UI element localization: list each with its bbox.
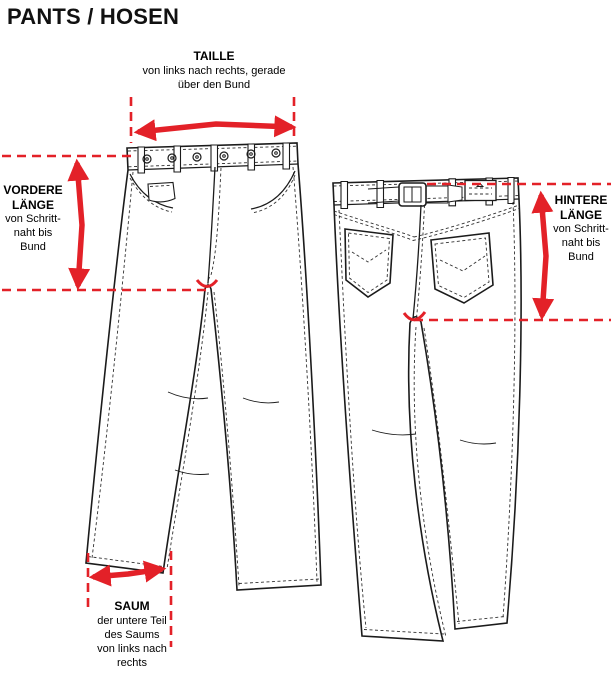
saum-measurement-label: SAUM der untere Teil des Saums von links… (82, 599, 182, 670)
front-rivet-buttons (142, 148, 281, 164)
taille-guide (129, 97, 297, 143)
hintere-laenge-heading: LÄNGE (560, 207, 602, 222)
front-crotch-mark (195, 279, 219, 288)
taille-measurement-label: TAILLE von links nach rechts, gerade übe… (118, 49, 310, 92)
brand-patch (464, 179, 497, 202)
belt-and-buckle (367, 182, 463, 207)
taille-description-line: über den Bund (177, 78, 251, 91)
front-fly (207, 166, 222, 287)
vordere-laenge-guide (2, 154, 219, 292)
vordere-laenge-heading: VORDERE (3, 183, 63, 197)
vordere-laenge-description-line: von Schritt- (5, 213, 61, 226)
back-center-seam (412, 204, 425, 320)
page-title: PANTS / HOSEN (7, 4, 180, 29)
saum-heading: SAUM (114, 599, 150, 613)
saum-description-line: rechts (117, 656, 147, 669)
vordere-laenge-heading: LÄNGE (12, 197, 54, 212)
measurement-guides (2, 97, 611, 647)
back-yoke (333, 204, 520, 241)
hintere-laenge-guide (402, 182, 611, 322)
vordere-laenge-description-line: Bund (20, 241, 46, 254)
hintere-laenge-description-line: naht bis (561, 237, 601, 250)
back-view-jeans-drawing (332, 176, 522, 642)
hintere-laenge-heading: HINTERE (554, 193, 608, 207)
back-leg-seams (338, 201, 516, 638)
vordere-laenge-measurement-label: VORDERE LÄNGE von Schritt- naht bis Bund (0, 183, 66, 254)
front-view-jeans-drawing (85, 142, 322, 591)
vordere-laenge-double-arrow (67, 158, 91, 291)
saum-description-line: von links nach (97, 642, 167, 655)
taille-double-arrow (133, 115, 297, 142)
hintere-laenge-double-arrow (531, 190, 555, 321)
saum-description-line: des Saums (104, 628, 160, 641)
taille-description-line: von links nach rechts, gerade (142, 64, 286, 77)
vordere-laenge-description-line: naht bis (13, 227, 53, 240)
hintere-laenge-description-line: von Schritt- (553, 223, 609, 236)
back-pockets (344, 228, 494, 304)
hintere-laenge-measurement-label: HINTERE LÄNGE von Schritt- naht bis Bund (549, 193, 613, 264)
saum-description-line: der untere Teil (97, 614, 167, 627)
saum-double-arrow (88, 560, 167, 587)
hintere-laenge-description-line: Bund (568, 251, 594, 264)
taille-heading: TAILLE (193, 49, 235, 63)
back-crotch-mark (402, 311, 427, 322)
saum-guide (86, 551, 173, 647)
